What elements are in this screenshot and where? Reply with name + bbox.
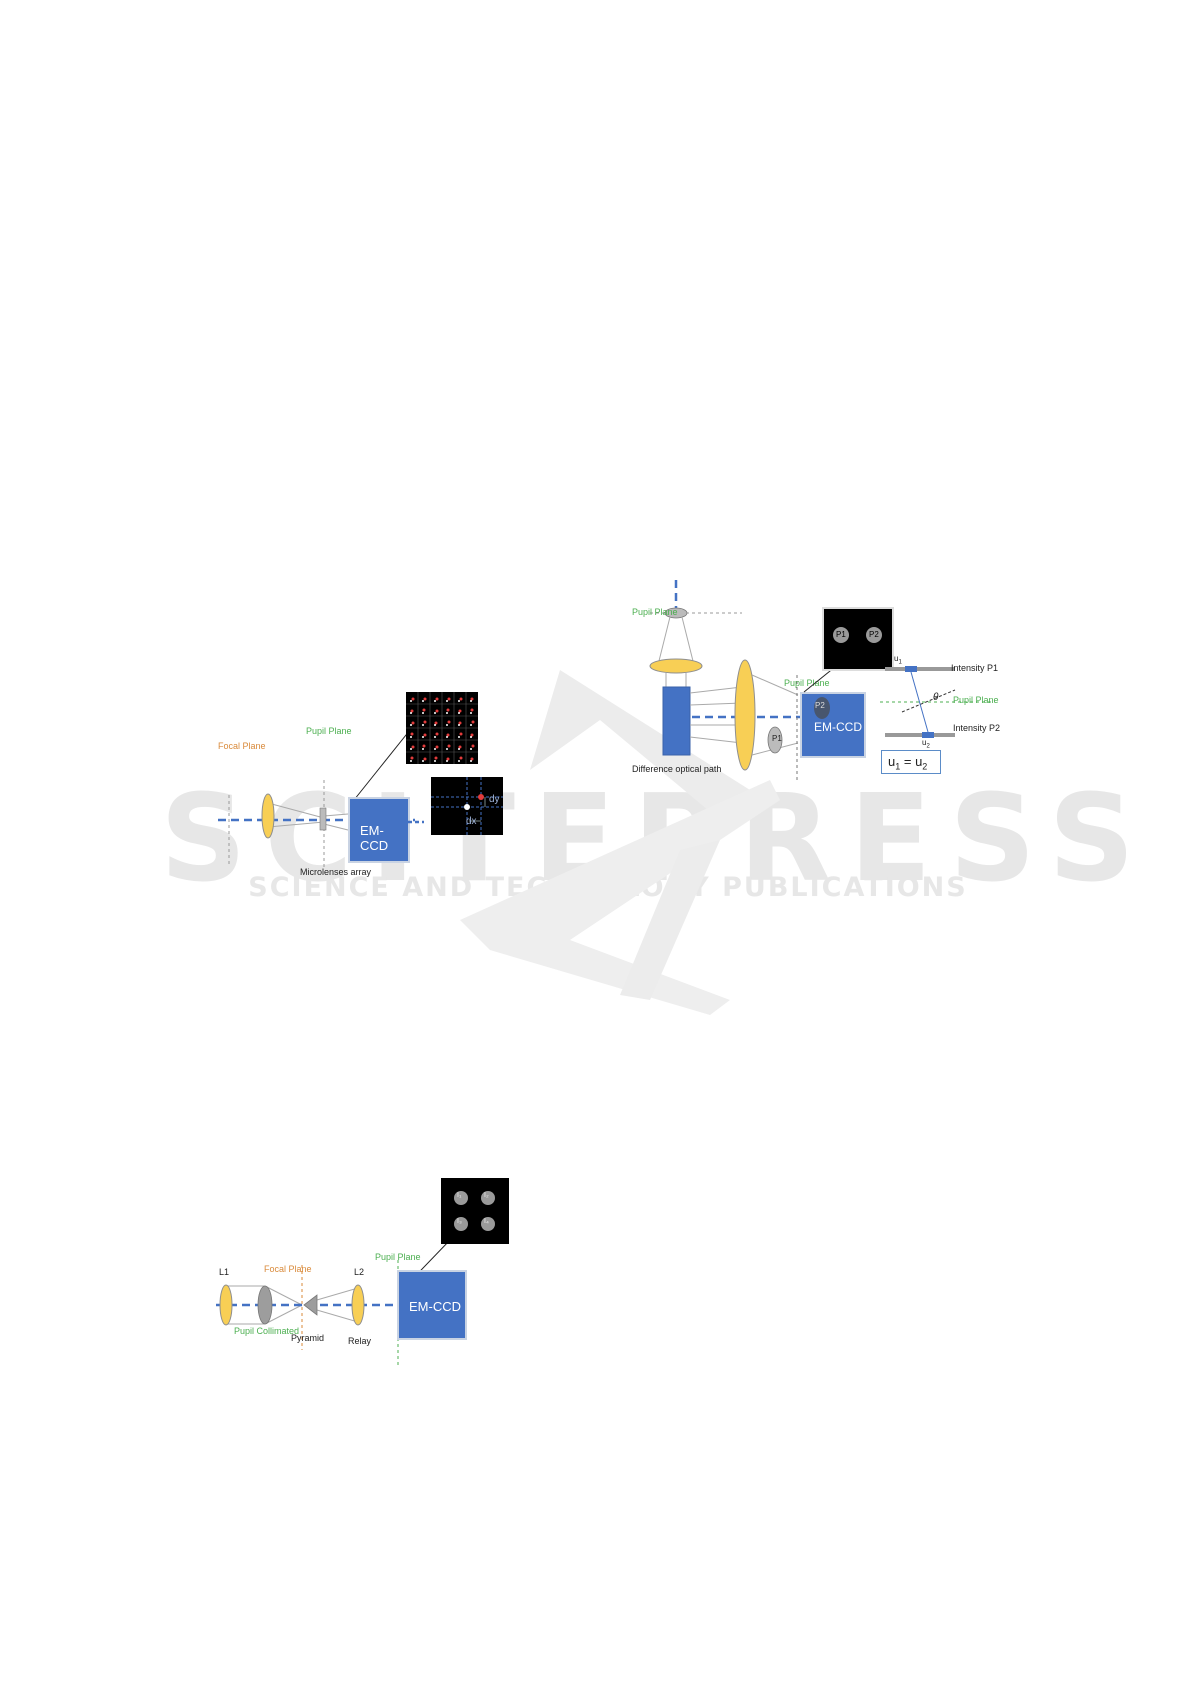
dy-label: dy xyxy=(489,794,500,805)
four-pupils-panel: I₁ I₂ I₃ I₄ xyxy=(441,1178,509,1244)
pyramid-optics xyxy=(216,1240,450,1365)
p1-p2-panel: P1 P2 xyxy=(822,607,894,671)
pupil-spot-1: I₁ xyxy=(457,1192,462,1199)
u1-label: u1 xyxy=(894,654,902,666)
axis-tail xyxy=(408,820,424,824)
equation-text: u1 = u2 xyxy=(888,754,928,772)
p1-p2-spots xyxy=(833,627,882,643)
p1-panel-label: P1 xyxy=(836,630,846,639)
em-ccd-label-3: EM-CCD xyxy=(409,1299,461,1314)
microlenses-array-label: Microlenses array xyxy=(300,867,372,877)
four-pupils-spots xyxy=(454,1191,495,1231)
pupil-spot-2: I₂ xyxy=(484,1192,489,1199)
pupil-spot-3: I₃ xyxy=(457,1218,462,1225)
em-ccd-detector: EM-CCD xyxy=(348,797,410,863)
em-ccd-label-2: EM-CCD xyxy=(814,720,862,734)
p2-small-label: P2 xyxy=(815,701,825,710)
dx-label: dx xyxy=(466,816,477,827)
pupil-plane-label-3: Pupil Plane xyxy=(375,1252,421,1262)
pupil-plane-right-label: Pupil Plane xyxy=(953,695,999,705)
intensity-diagram xyxy=(880,666,995,738)
pupil-plane-label: Pupil Plane xyxy=(306,726,352,736)
watermark-logo xyxy=(460,670,780,1015)
pupil-plane-top-label: Pupil Plane xyxy=(632,607,678,617)
spot-grid-panel xyxy=(406,692,478,764)
intensity-p2-label: Intensity P2 xyxy=(953,723,1001,733)
p1-small-label: P1 xyxy=(772,734,782,743)
subaperture-zoom-panel xyxy=(431,777,503,835)
curvature-optics xyxy=(649,580,825,780)
focal-plane-label: Focal Plane xyxy=(218,741,266,751)
intensity-p1-label: Intensity P1 xyxy=(951,663,999,673)
em-ccd-detector-2: EM-CCD xyxy=(800,692,866,758)
p2-panel-label: P2 xyxy=(869,630,879,639)
pyramid-label: Pyramid xyxy=(291,1333,325,1343)
u2-label: u2 xyxy=(922,738,930,750)
relay-label: Relay xyxy=(348,1336,372,1346)
l2-label: L2 xyxy=(354,1267,365,1277)
em-ccd-label: EM-CCD xyxy=(360,823,389,853)
theta-label: θ xyxy=(933,692,939,703)
focal-plane-label-3: Focal Plane xyxy=(264,1264,312,1274)
pupil-collimated-label: Pupil Collimated xyxy=(234,1326,300,1336)
l1-label: L1 xyxy=(219,1267,230,1277)
pupil-plane-ccd-label: Pupil Plane xyxy=(784,678,830,688)
equation-box: u1 = u2 xyxy=(881,750,941,774)
em-ccd-detector-3: EM-CCD xyxy=(397,1270,467,1340)
difference-optical-path-label: Difference optical path xyxy=(632,764,722,774)
pupil-spot-4: I₄ xyxy=(484,1218,489,1225)
p2-ghost-lens xyxy=(814,697,830,719)
